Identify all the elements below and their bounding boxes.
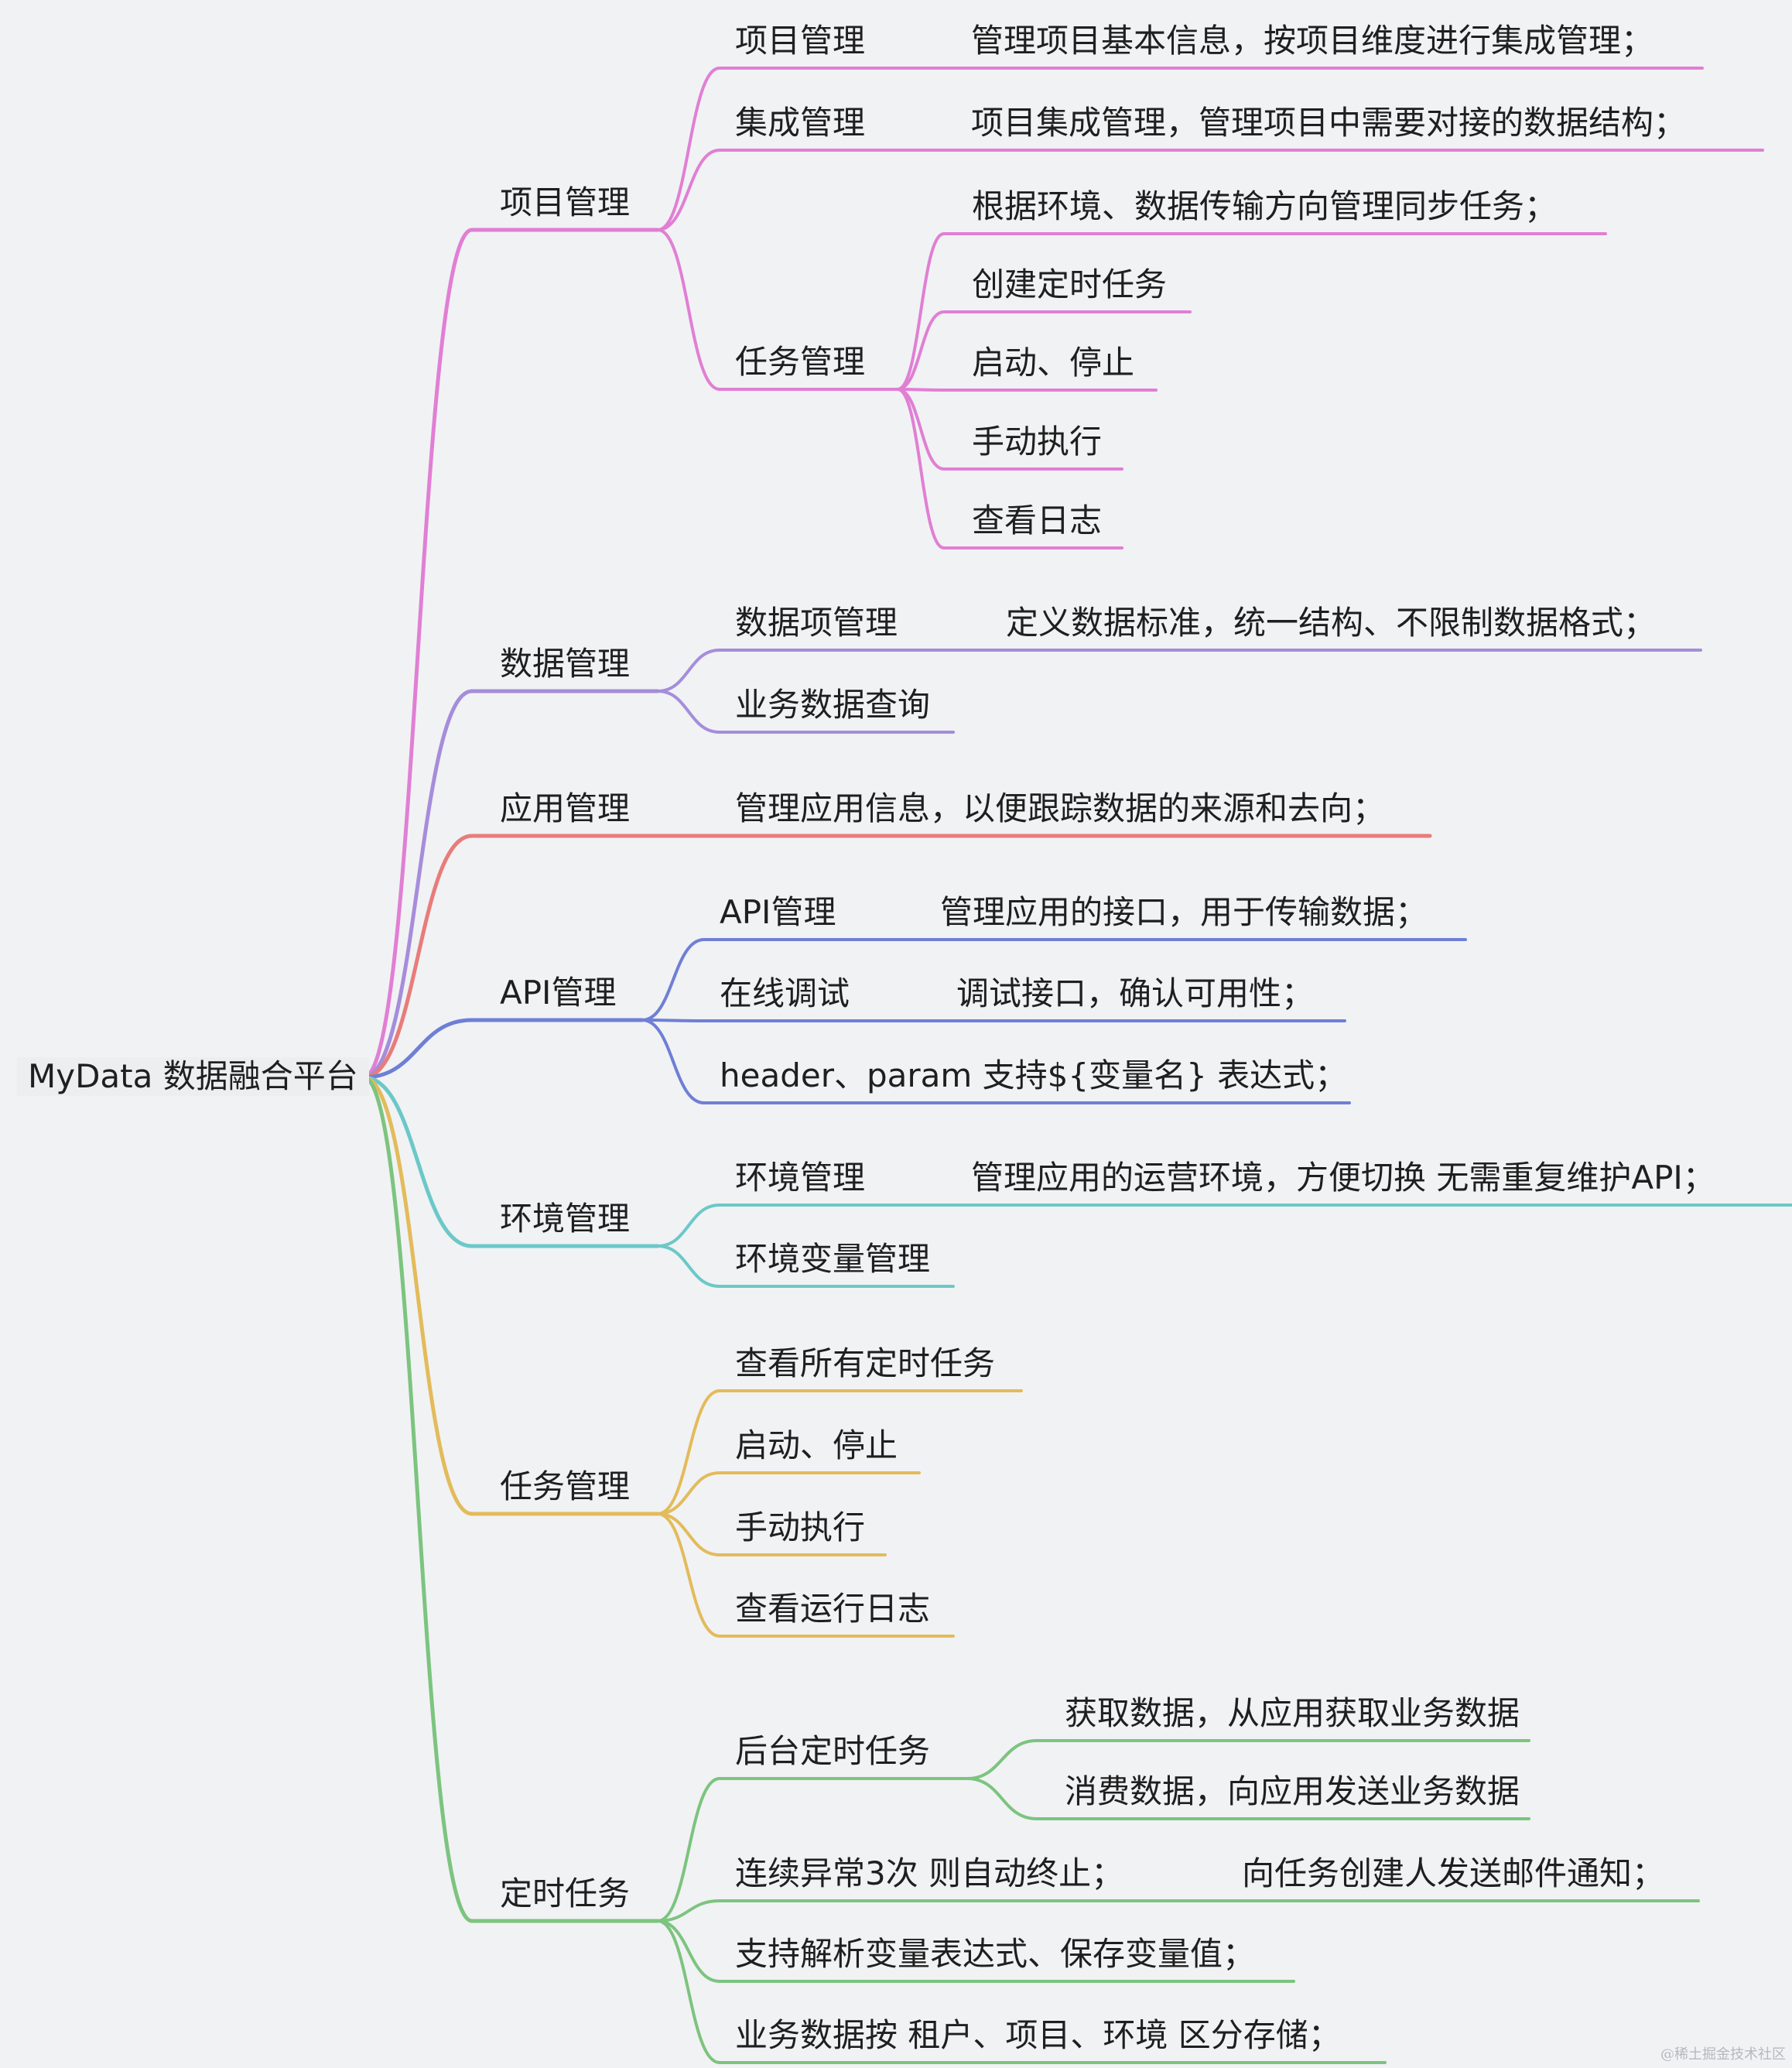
- branch-6-child-1-note: 向任务创建人发送邮件通知；: [1242, 1854, 1665, 1892]
- branch-0-child-2-sub-2-label: 启动、停止: [972, 344, 1135, 382]
- branch-6-child-1-connector: [656, 1899, 721, 1922]
- branch-0-child-2-connector: [656, 228, 721, 391]
- branch-3-child-2-label: header、param 支持${变量名} 表达式；: [720, 1056, 1348, 1094]
- branch-4-child-0-label: 环境管理: [735, 1159, 866, 1197]
- branch-0-child-0-note: 管理项目基本信息，按项目维度进行集成管理；: [971, 22, 1654, 60]
- branch-5-child-2-connector: [656, 1512, 721, 1556]
- branch-5-child-0-label: 查看所有定时任务: [735, 1344, 996, 1382]
- branch-4-connector: [361, 1075, 474, 1248]
- branch-6-child-0-label: 后台定时任务: [735, 1732, 931, 1770]
- branch-3-child-0-label: API管理: [720, 893, 836, 931]
- branch-4-label: 环境管理: [500, 1200, 631, 1238]
- branch-6-child-2-label: 支持解析变量表达式、保存变量值；: [735, 1935, 1256, 1973]
- branch-3-child-1-connector: [641, 1019, 706, 1022]
- branch-4-child-1-connector: [656, 1245, 721, 1288]
- branch-0-child-2-sub-4-connector: [896, 388, 946, 550]
- branch-1-child-0-label: 数据项管理: [735, 604, 898, 642]
- branch-6-child-2-connector: [656, 1919, 721, 1983]
- branch-6-child-0-sub-0-label: 获取数据，从应用获取业务数据: [1065, 1694, 1520, 1732]
- branch-0-child-1-note: 项目集成管理，管理项目中需要对接的数据结构；: [971, 104, 1687, 142]
- branch-1-connector: [361, 689, 474, 1080]
- branch-3-child-0-note: 管理应用的接口，用于传输数据；: [940, 893, 1428, 931]
- branch-6-connector: [361, 1075, 474, 1923]
- branch-1-child-1-label: 业务数据查询: [735, 686, 931, 724]
- branch-1-label: 数据管理: [500, 645, 631, 683]
- branch-6-child-0-connector: [656, 1777, 721, 1922]
- branch-3-child-2-connector: [641, 1019, 706, 1104]
- branch-5-connector: [361, 1075, 474, 1516]
- branch-0-child-2-sub-0-label: 根据环境、数据传输方向管理同步任务；: [972, 187, 1558, 225]
- branch-0-child-2-sub-3-connector: [896, 388, 946, 471]
- branch-5-child-1-connector: [656, 1471, 721, 1515]
- branch-5-child-0-connector: [656, 1389, 721, 1515]
- branch-2-note: 管理应用信息，以便跟踪数据的来源和去向；: [735, 789, 1386, 827]
- branch-2-label: 应用管理: [500, 789, 631, 827]
- branch-2-connector: [361, 834, 474, 1080]
- branch-5-child-1-label: 启动、停止: [735, 1426, 898, 1464]
- branch-1-child-1-connector: [656, 690, 721, 734]
- branch-4-child-1-label: 环境变量管理: [735, 1240, 931, 1278]
- branch-4-child-0-connector: [656, 1203, 721, 1248]
- branch-0-label: 项目管理: [500, 183, 631, 221]
- branch-6-child-1-label: 连续异常3次 则自动终止；: [735, 1854, 1124, 1892]
- root-node: MyData 数据融合平台: [17, 1057, 369, 1096]
- branch-6-child-0-sub-0-connector: [966, 1739, 1038, 1780]
- branch-0-child-0-label: 项目管理: [735, 22, 866, 60]
- branch-3-child-1-label: 在线调试: [720, 974, 850, 1012]
- branch-4-child-0-note: 管理应用的运营环境，方便切换 无需重复维护API；: [971, 1159, 1715, 1197]
- branch-1-child-0-note: 定义数据标准，统一结构、不限制数据格式；: [1006, 604, 1657, 642]
- branch-0-child-2-sub-0-connector: [896, 232, 946, 391]
- branch-3-label: API管理: [500, 974, 617, 1012]
- branch-6-child-3-label: 业务数据按 租户、项目、环境 区分存储；: [735, 2016, 1341, 2054]
- branch-3-child-0-connector: [641, 938, 706, 1022]
- watermark: @稀土掘金技术社区: [1660, 2046, 1786, 2063]
- branch-6-label: 定时任务: [500, 1875, 631, 1912]
- branch-0-child-2-sub-1-label: 创建定时任务: [972, 265, 1168, 303]
- branch-0-child-2-sub-1-connector: [896, 310, 946, 391]
- branch-1-child-0-connector: [656, 649, 721, 693]
- branch-3-child-1-note: 调试接口，确认可用性；: [956, 974, 1315, 1012]
- branch-3-connector: [361, 1018, 474, 1080]
- branch-0-child-0-connector: [656, 67, 721, 231]
- branch-0-child-2-sub-4-label: 查看日志: [972, 502, 1103, 539]
- branch-5-label: 任务管理: [500, 1467, 631, 1505]
- branch-6-child-0-sub-1-connector: [966, 1777, 1038, 1820]
- branch-5-child-3-connector: [656, 1512, 721, 1638]
- branch-6-child-0-sub-1-label: 消费数据，向应用发送业务数据: [1065, 1772, 1520, 1810]
- branch-0-child-2-sub-3-label: 手动执行: [972, 423, 1103, 461]
- branch-0-child-2-label: 任务管理: [735, 343, 866, 381]
- branch-0-child-1-label: 集成管理: [735, 104, 866, 142]
- branch-0-child-1-connector: [656, 149, 721, 231]
- branch-0-connector: [361, 228, 474, 1080]
- branch-6-child-3-connector: [656, 1919, 721, 2064]
- branch-0-child-2-sub-2-connector: [896, 388, 946, 392]
- branch-5-child-3-label: 查看运行日志: [735, 1590, 931, 1628]
- branch-5-child-2-label: 手动执行: [735, 1508, 866, 1546]
